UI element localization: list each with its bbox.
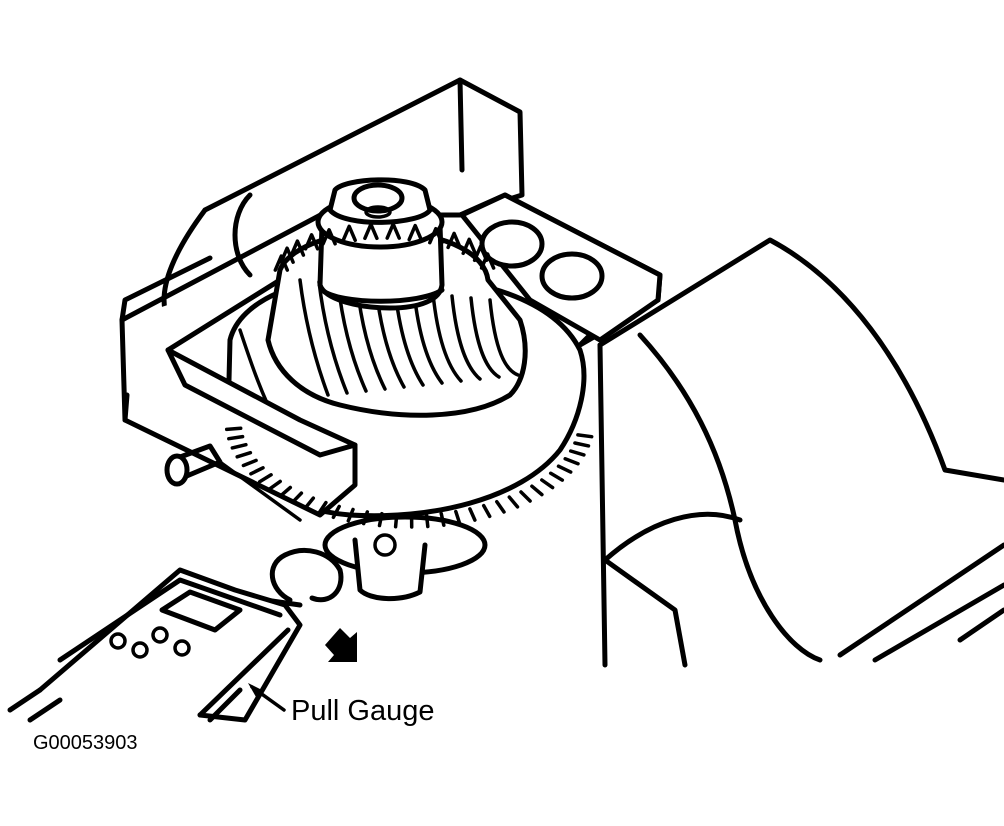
arrow-down-left-icon	[325, 628, 357, 662]
gear-tooth	[507, 495, 520, 509]
gear-tooth	[563, 457, 580, 466]
gear-tooth	[519, 490, 532, 503]
gear-tooth	[249, 466, 265, 476]
crown-tooth	[363, 222, 379, 241]
side-bolt	[164, 443, 302, 522]
gear-tooth	[540, 478, 555, 490]
gear-tooth	[235, 450, 253, 459]
gear-tooth	[530, 484, 544, 497]
crown-tooth	[472, 244, 489, 263]
helical-tooth	[298, 278, 330, 397]
helical-tooth	[431, 292, 463, 383]
callout-leader	[248, 683, 286, 712]
gear-tooth	[267, 479, 282, 491]
gauge-hook	[262, 547, 344, 608]
pull-gauge-label: Pull Gauge	[291, 695, 435, 727]
gear-tooth	[481, 503, 492, 519]
gear-tooth	[439, 511, 446, 527]
helical-tooth	[469, 296, 501, 379]
crown-tooth	[321, 228, 337, 246]
housing	[597, 237, 1004, 668]
gear-tooth	[393, 512, 399, 529]
gear-tooth	[468, 507, 477, 522]
gear-tooth	[495, 499, 506, 514]
bracket-plate	[119, 192, 663, 518]
crown-tooth	[289, 239, 306, 257]
helical-tooth	[450, 294, 482, 381]
gear-tooth	[548, 471, 565, 482]
gear-tooth	[576, 433, 594, 439]
crown-tooth	[407, 223, 423, 242]
crown-teeth	[273, 222, 496, 272]
crown-tooth	[461, 237, 477, 256]
crown-tooth	[428, 226, 444, 245]
gear-tooth	[377, 511, 384, 528]
large-gear-teeth	[224, 426, 594, 529]
gear-tooth	[257, 473, 273, 484]
gear-tooth	[556, 464, 573, 474]
gear-tooth	[568, 449, 586, 457]
crown-tooth	[479, 252, 496, 270]
gear-tooth	[361, 510, 370, 526]
gear-tooth	[230, 442, 248, 450]
gear-tooth	[227, 434, 245, 441]
gear-tooth	[424, 512, 430, 529]
pull-gauge	[7, 567, 303, 723]
crown-tooth	[385, 222, 401, 240]
gear-tooth	[290, 491, 304, 505]
crown-tooth	[303, 233, 320, 251]
gear-tooth	[224, 426, 243, 432]
helical-tooth	[317, 280, 349, 395]
helical-tooth	[488, 298, 520, 377]
gear-tooth	[303, 496, 316, 510]
gear-tooth	[241, 458, 258, 468]
gear-tooth	[346, 507, 355, 523]
gear-tooth	[278, 485, 293, 498]
crown-tooth	[273, 254, 290, 272]
gear-tooth	[331, 504, 341, 520]
crown-tooth	[341, 224, 357, 243]
gear-tooth	[317, 500, 328, 515]
crown-tooth	[279, 246, 295, 264]
gear-tooth	[454, 509, 462, 525]
crown-tooth	[446, 231, 462, 250]
gear-tooth	[573, 441, 591, 448]
figure-id: G00053903	[33, 732, 138, 754]
